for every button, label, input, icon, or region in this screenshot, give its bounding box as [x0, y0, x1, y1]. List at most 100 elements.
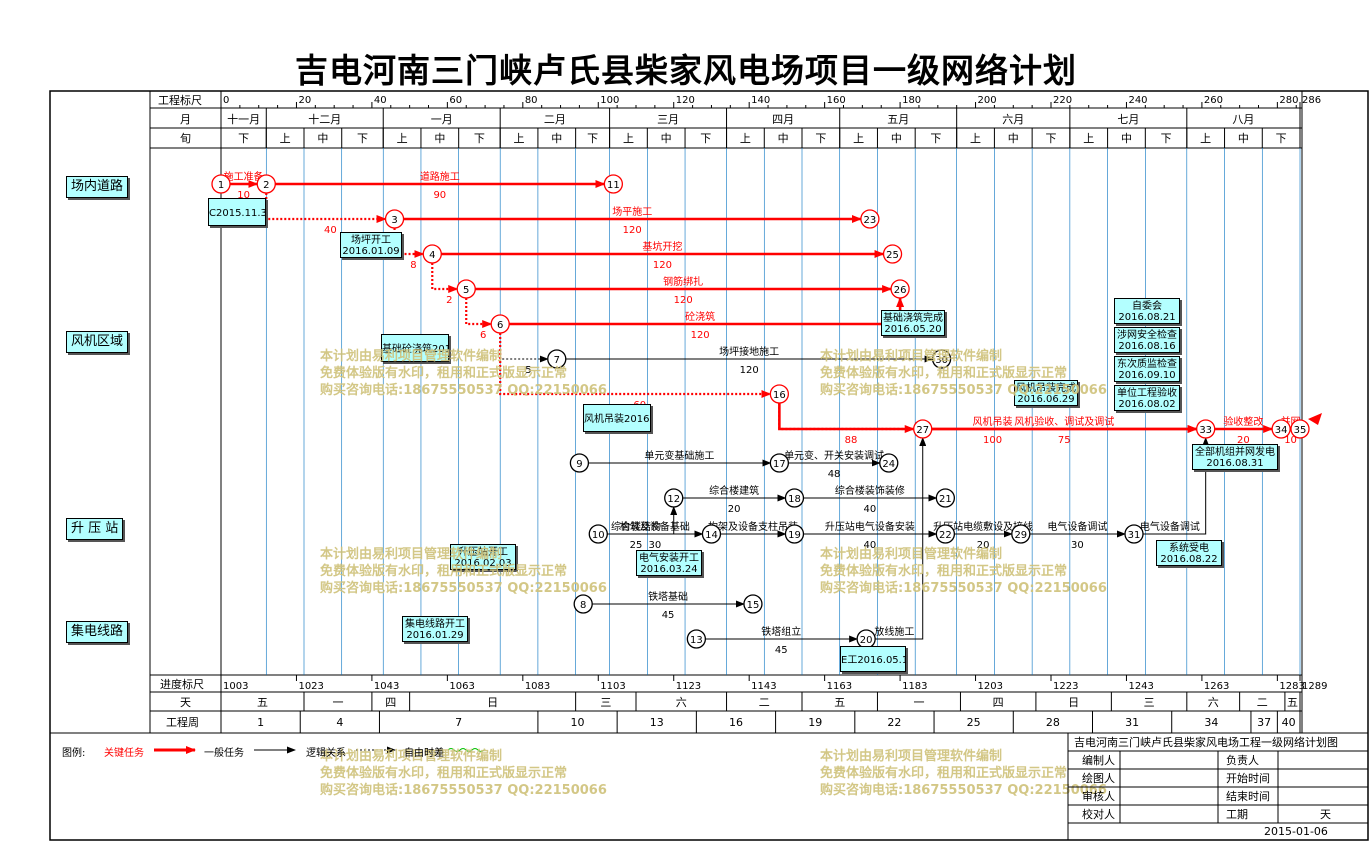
activity-name: 铁塔基础	[648, 590, 688, 603]
activity-name: 放线施工	[874, 625, 914, 638]
scale-tick-label: 260	[1204, 95, 1223, 106]
activity-duration: 10	[237, 190, 250, 201]
milestone-text: 自委会	[1132, 301, 1162, 312]
event-node	[211, 174, 231, 194]
scale-tick-label: 60	[449, 95, 462, 106]
activity-duration: 8	[410, 260, 416, 271]
event-node-label: 29	[1014, 530, 1027, 541]
xun-label-text: 上	[1083, 132, 1094, 145]
event-node	[784, 488, 805, 508]
activity-duration: 45	[775, 645, 788, 656]
xun-label-text: 中	[551, 132, 562, 145]
xun-label: 旬	[180, 132, 191, 145]
day-label-text: 一	[332, 696, 343, 709]
milestone-text: 全部机组并网发电	[1195, 447, 1275, 458]
activity-duration: 6	[480, 330, 486, 341]
progress-tick-label: 1263	[1204, 681, 1229, 692]
event-node-label: 5	[463, 285, 469, 296]
legend-float-wave	[447, 748, 485, 752]
event-node	[1290, 419, 1310, 439]
event-node	[1124, 524, 1144, 544]
event-node	[384, 209, 405, 229]
legend-logic: 逻辑关系	[306, 748, 346, 759]
month-label-text: 四月	[772, 113, 794, 126]
milestone-text: 升压站开工	[458, 547, 508, 558]
milestone-text: 2016.03.24	[640, 564, 698, 575]
week-label-text: 37	[1257, 716, 1271, 729]
event-node	[547, 349, 567, 369]
month-label-text: 十一月	[227, 112, 260, 126]
scale-tick-label: 140	[751, 95, 770, 106]
event-node-label: 31	[1128, 530, 1141, 541]
activity-name: 构架及设备支柱吊装	[708, 520, 798, 533]
activity-name: 电气设备调试	[1047, 520, 1107, 533]
month-label-text: 八月	[1232, 113, 1254, 126]
event-node	[913, 419, 933, 439]
event-node-label: 15	[747, 600, 760, 611]
tb-date: 2015-01-06	[1264, 825, 1328, 838]
activity-duration: 2	[446, 295, 452, 306]
week-label-text: 1	[257, 716, 264, 729]
activity-name: 单元变、开关安装调试	[784, 449, 884, 462]
xun-label-text: 下	[1276, 132, 1287, 145]
scale-tick-label: 180	[902, 95, 921, 106]
activity-duration: 20	[728, 504, 741, 515]
legend-symbols	[154, 746, 485, 754]
event-node-label: 1	[218, 180, 224, 191]
day-label-text: 五	[1287, 696, 1298, 709]
day-label-text: 一	[913, 696, 924, 709]
scale-tick-label: 286	[1302, 95, 1321, 106]
event-node-label: 27	[916, 425, 929, 436]
event-node-label: 3	[391, 215, 397, 226]
progress-tick-label: 1123	[676, 681, 701, 692]
event-node-label: 21	[939, 494, 952, 505]
day-label-text: 六	[1208, 696, 1219, 709]
event-node-label: 10	[592, 530, 605, 541]
tb-unit: 天	[1320, 808, 1331, 821]
activity-name: 电气设备调试	[1140, 520, 1200, 533]
event-node-label: 2	[263, 180, 269, 191]
activity-arrow	[778, 403, 915, 433]
day-label-text: 三	[600, 696, 611, 709]
event-node-label: 13	[690, 635, 703, 646]
xun-label-text: 上	[740, 132, 751, 145]
xun-label-text: 中	[1238, 132, 1249, 145]
milestone-text: 2016.08.31	[1206, 458, 1264, 469]
activity-duration: 120	[653, 260, 672, 271]
event-node	[769, 453, 790, 473]
activity-arrow	[875, 437, 927, 640]
milestone-text: 风机吊装完成	[1016, 383, 1076, 394]
activity-name: 基坑开挖	[642, 240, 682, 253]
scale-tick-label: 160	[827, 95, 846, 106]
event-node	[860, 209, 880, 229]
week-label-text: 31	[1125, 716, 1139, 729]
region-label: 集电线路	[66, 621, 129, 643]
progress-tick-label: 1283	[1279, 681, 1304, 692]
xun-label-text: 中	[434, 132, 445, 145]
event-node	[490, 314, 510, 334]
milestone-text: 电气安装开工	[639, 553, 699, 564]
activity-name: 砼浇筑	[685, 310, 715, 323]
activity-name: 综合楼装饰装修	[835, 484, 905, 497]
week-label-text: 7	[455, 716, 462, 729]
xun-label-text: 中	[1008, 132, 1019, 145]
region-label: 场内道路	[66, 176, 129, 198]
activity-duration: 120	[691, 330, 710, 341]
event-node	[1271, 419, 1291, 439]
day-label-text: 日	[1068, 696, 1079, 709]
xun-label-text: 下	[1046, 132, 1057, 145]
progress-tick-label: 1023	[298, 681, 323, 692]
scale-tick-label: 0	[223, 95, 229, 106]
xun-label-text: 上	[1200, 132, 1211, 145]
tb-right-label: 工期	[1226, 808, 1248, 821]
xun-label-text: 下	[815, 132, 826, 145]
month-label-text: 一月	[431, 113, 453, 126]
progress-tick-label: 1203	[978, 681, 1003, 692]
milestone-text: 2016.06.29	[1017, 394, 1075, 405]
